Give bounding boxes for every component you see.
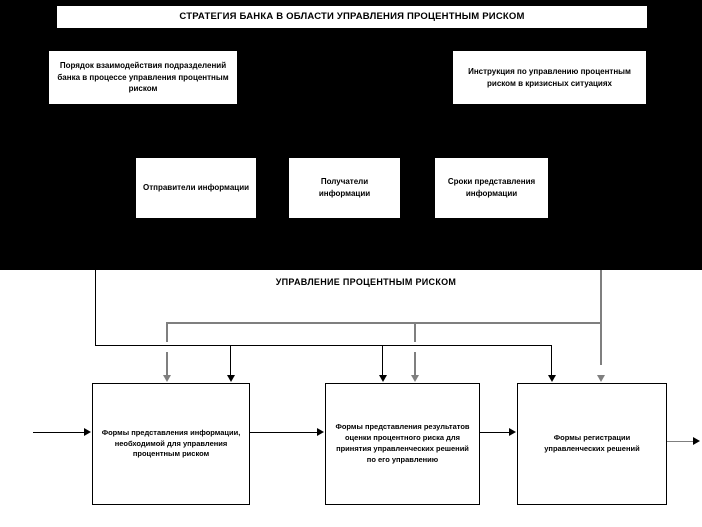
arrowhead-right-inflow (84, 428, 91, 436)
connector-box1-to-box2 (250, 432, 318, 433)
box-information-senders: Отправители информации (135, 157, 257, 219)
management-heading: УПРАВЛЕНИЕ ПРОЦЕНТНЫМ РИСКОМ (275, 277, 457, 287)
box-forms-of-risk-evaluation: Формы представления результатов оценки п… (325, 383, 480, 505)
connector-inflow-line (33, 432, 85, 433)
arrowhead-down-gray-1 (163, 375, 171, 382)
connector-gray-bus (166, 322, 602, 324)
connector-gray-drop-2 (414, 322, 416, 342)
arrowhead-down-gray-3 (597, 375, 605, 382)
box-forms-of-information-label: Формы представления информации, необходи… (101, 427, 241, 459)
box-information-receivers: Получатели информации (288, 157, 401, 219)
box-forms-of-information: Формы представления информации, необходи… (92, 383, 250, 505)
box-forms-of-risk-evaluation-label: Формы представления результатов оценки п… (335, 422, 470, 464)
box-forms-of-decision-registration: Формы регистрации управленческих решений (517, 383, 667, 505)
arrowhead-down-black-1 (227, 375, 235, 382)
box-information-deadlines-label: Сроки представления информации (447, 177, 536, 198)
box-information-receivers-label: Получатели информации (318, 177, 371, 198)
connector-black-drop-2 (382, 345, 383, 377)
box-crisis-instruction-label: Инструкция по управлению процентным риск… (468, 66, 631, 88)
box-order-of-interaction-label: Порядок взаимодействия подразделений бан… (57, 61, 229, 94)
connector-gray-drop-1-lower (166, 352, 168, 377)
arrowhead-right-box3 (509, 428, 516, 436)
connector-box2-to-box3 (480, 432, 510, 433)
stub-tick-order (143, 105, 144, 111)
connector-gray-drop-2-lower (414, 352, 416, 377)
arrowhead-down-black-2 (379, 375, 387, 382)
arrowhead-right-outflow (693, 437, 700, 445)
arrowhead-down-gray-2 (411, 375, 419, 382)
box-information-senders-label: Отправители информации (142, 183, 250, 193)
connector-left-vertical (95, 270, 96, 345)
connector-black-drop-1 (230, 345, 231, 377)
connector-gray-drop-1 (166, 322, 168, 342)
connector-right-vertical (600, 270, 602, 365)
box-order-of-interaction: Порядок взаимодействия подразделений бан… (48, 50, 238, 105)
arrowhead-right-box2 (317, 428, 324, 436)
box-forms-of-decision-registration-label: Формы регистрации управленческих решений (544, 433, 640, 453)
arrowhead-down-black-3 (548, 375, 556, 382)
box-information-deadlines: Сроки представления информации (434, 157, 549, 219)
box-crisis-instruction: Инструкция по управлению процентным риск… (452, 50, 647, 105)
strategy-title-text: СТРАТЕГИЯ БАНКА В ОБЛАСТИ УПРАВЛЕНИЯ ПРО… (179, 11, 525, 23)
stub-tick-instruction (549, 105, 550, 111)
strategy-title-box: СТРАТЕГИЯ БАНКА В ОБЛАСТИ УПРАВЛЕНИЯ ПРО… (56, 5, 648, 29)
connector-black-bus (95, 345, 551, 346)
connector-outflow-line (667, 441, 695, 442)
connector-black-drop-3 (551, 345, 552, 377)
